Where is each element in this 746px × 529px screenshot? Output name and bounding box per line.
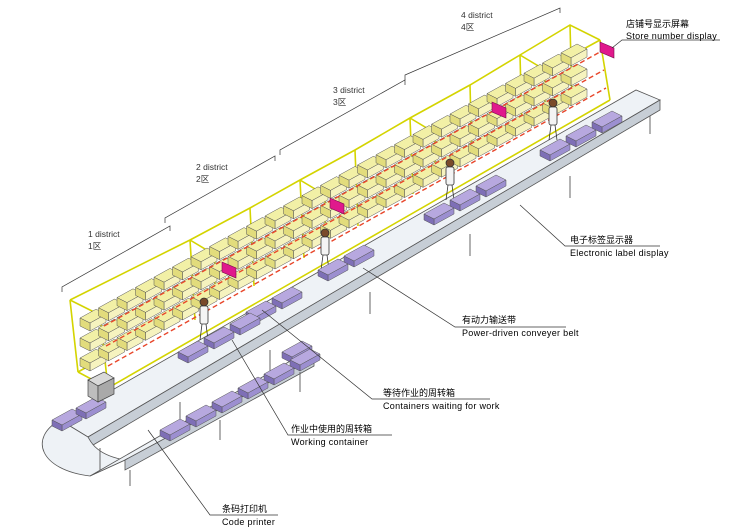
return-container: [263, 362, 295, 386]
callout-leaders: [147, 39, 720, 516]
waiting-cn: 等待作业的周转箱: [383, 387, 455, 398]
district-1-cn: 1区: [88, 241, 102, 251]
printer-en: Code printer: [222, 517, 275, 527]
return-container: [159, 418, 191, 442]
district-2-cn: 2区: [196, 174, 210, 184]
district-4-cn: 4区: [461, 22, 475, 32]
store-display-2: [329, 197, 345, 215]
worker-1: [199, 297, 209, 341]
working-container: [203, 326, 235, 350]
district-3-en: 3 district: [333, 85, 365, 95]
electronic-label-en: Electronic label display: [570, 248, 669, 258]
working-container: [229, 312, 261, 336]
conveyor-cn: 有动力输送带: [462, 314, 516, 325]
conveyor-en: Power-driven conveyer belt: [462, 328, 579, 338]
waiting-en: Containers waiting for work: [383, 401, 500, 411]
district-3-cn: 3区: [333, 97, 347, 107]
callout-labels: 店铺号显示屏幕 Store number display 电子标签显示器 Ele…: [222, 18, 717, 527]
return-container: [211, 390, 243, 414]
containers: [51, 110, 623, 442]
district-4-en: 4 district: [461, 10, 493, 20]
return-container: [51, 408, 83, 432]
carton: [116, 328, 144, 352]
worker-4: [548, 98, 558, 141]
waiting-container: [343, 244, 375, 268]
workers: [199, 98, 558, 341]
carton: [560, 43, 588, 67]
waiting-container: [475, 174, 507, 198]
district-labels: 1 district 1区 2 district 2区 3 district 3…: [88, 10, 493, 251]
district-1-en: 1 district: [88, 229, 120, 239]
label-light-strips: [103, 51, 607, 367]
working-cn: 作业中使用的周转箱: [291, 423, 372, 434]
store-display-cn: 店铺号显示屏幕: [626, 18, 689, 29]
carton: [338, 186, 366, 209]
store-number-displays: [221, 41, 615, 279]
working-en: Working container: [291, 437, 368, 447]
code-printer: [87, 371, 115, 403]
store-display-4: [599, 41, 615, 59]
shelf-cartons: [79, 43, 588, 372]
return-container: [237, 376, 269, 400]
district-brackets: [61, 7, 561, 292]
carton: [393, 135, 422, 159]
waiting-container: [591, 110, 623, 134]
district-2-en: 2 district: [196, 162, 228, 172]
worker-2: [320, 228, 330, 271]
working-container: [177, 340, 209, 364]
worker-3: [445, 158, 455, 201]
waiting-container: [565, 124, 597, 148]
return-container: [185, 404, 217, 428]
waiting-container: [271, 286, 303, 310]
printer-cn: 条码打印机: [222, 503, 267, 514]
waiting-container: [449, 188, 481, 212]
carton: [560, 63, 588, 87]
waiting-container: [317, 258, 349, 282]
electronic-label-cn: 电子标签显示器: [570, 234, 633, 245]
store-display-1: [221, 261, 237, 279]
store-display-3: [491, 101, 507, 119]
return-container: [289, 348, 321, 372]
store-display-en: Store number display: [626, 31, 717, 41]
carton: [560, 83, 588, 107]
